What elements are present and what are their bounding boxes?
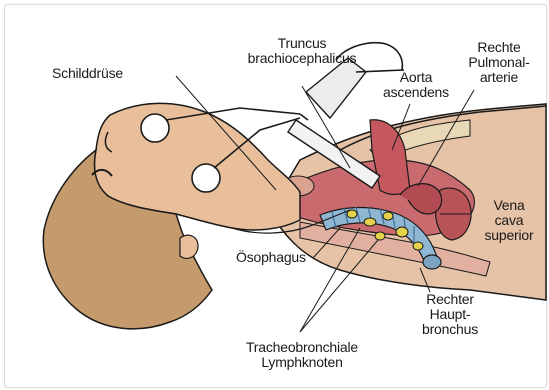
label-bronchus-line1: Rechter xyxy=(414,292,486,307)
label-bronchus: Rechter Haupt- bronchus xyxy=(414,292,486,337)
label-pulmonal-line2: Pulmonal- xyxy=(454,55,544,70)
label-vena-line2: cava xyxy=(474,213,544,228)
bronchus-opening xyxy=(423,255,441,269)
label-vena-line1: Vena xyxy=(474,198,544,213)
label-pulmonal: Rechte Pulmonal- arterie xyxy=(454,40,544,85)
label-vena-line3: superior xyxy=(474,228,544,243)
label-oesophagus: Ösophagus xyxy=(236,250,306,265)
label-lymph-line1: Tracheobronchiale xyxy=(228,340,376,355)
label-bronchus-line3: bronchus xyxy=(414,322,486,337)
label-bronchus-line2: Haupt- xyxy=(414,307,486,322)
ear xyxy=(180,235,198,258)
label-truncus-line1: Truncus xyxy=(236,36,368,51)
label-aorta-line1: Aorta xyxy=(376,70,456,85)
label-pulmonal-line1: Rechte xyxy=(454,40,544,55)
label-vena-cava: Vena cava superior xyxy=(474,198,544,243)
label-pulmonal-line3: arterie xyxy=(454,70,544,85)
label-aorta: Aorta ascendens xyxy=(376,70,456,100)
label-truncus: Truncus brachiocephalicus xyxy=(236,36,368,66)
label-lymphknoten: Tracheobronchiale Lymphknoten xyxy=(228,340,376,370)
label-lymph-line2: Lymphknoten xyxy=(228,355,376,370)
label-truncus-line2: brachiocephalicus xyxy=(236,51,368,66)
label-aorta-line2: ascendens xyxy=(376,85,456,100)
label-schilddruese: Schilddrüse xyxy=(52,66,123,81)
